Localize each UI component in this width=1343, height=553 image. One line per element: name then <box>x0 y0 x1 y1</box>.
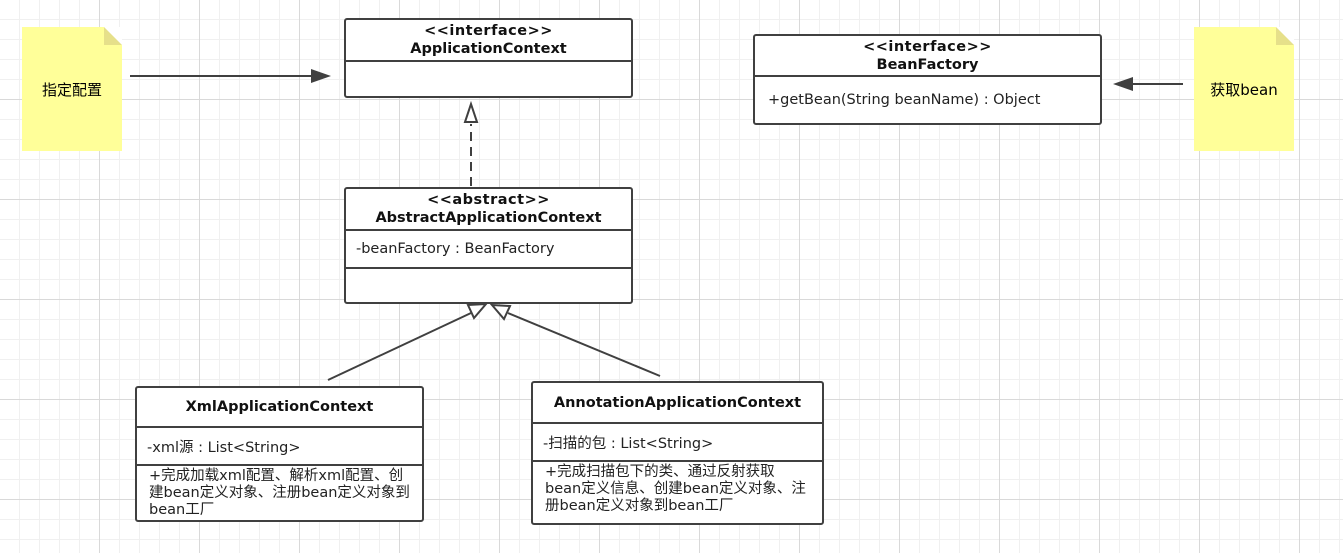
class-method-text: +完成扫描包下的类、通过反射获取bean定义信息、创建bean定义对象、注册be… <box>545 464 806 514</box>
getbean-arrow-head <box>1113 77 1133 91</box>
class-header: <<interface>> BeanFactory <box>755 36 1100 77</box>
xml-generalization-head <box>466 302 489 320</box>
class-method: +完成加载xml配置、解析xml配置、创建bean定义对象、注册bean定义对象… <box>137 466 422 520</box>
note-get-bean-text: 获取bean <box>1210 80 1278 99</box>
class-bean-factory: <<interface>> BeanFactory +getBean(Strin… <box>753 34 1102 125</box>
class-attribute-text: -xml源 : List<String> <box>147 439 301 456</box>
class-attribute: -beanFactory : BeanFactory <box>346 231 631 269</box>
class-method: +完成扫描包下的类、通过反射获取bean定义信息、创建bean定义对象、注册be… <box>533 462 822 523</box>
class-abstract-application-context: <<abstract>> AbstractApplicationContext … <box>344 187 633 304</box>
class-name: XmlApplicationContext <box>185 399 374 415</box>
note-specify-config-text: 指定配置 <box>41 80 102 99</box>
class-method: +getBean(String beanName) : Object <box>755 77 1100 123</box>
class-attribute-text: -扫描的包 : List<String> <box>543 435 714 452</box>
xml-generalization-line <box>327 312 472 381</box>
realization-arrow-head <box>463 100 479 123</box>
class-name: BeanFactory <box>876 56 979 73</box>
class-name: ApplicationContext <box>410 41 567 57</box>
class-attribute: -扫描的包 : List<String> <box>533 424 822 462</box>
class-name: AnnotationApplicationContext <box>553 394 802 411</box>
class-empty-section <box>346 62 631 96</box>
class-header: AnnotationApplicationContext <box>533 383 822 424</box>
class-header: <<abstract>> AbstractApplicationContext <box>346 189 631 231</box>
class-stereotype: <<interface>> <box>863 38 992 55</box>
config-arrow-head <box>311 69 331 83</box>
class-method-text: +getBean(String beanName) : Object <box>768 92 1041 108</box>
class-stereotype: <<abstract>> <box>427 192 550 208</box>
class-header: <<interface>> ApplicationContext <box>346 20 631 62</box>
class-xml-application-context: XmlApplicationContext -xml源 : List<Strin… <box>135 386 424 522</box>
class-method-text: +完成加载xml配置、解析xml配置、创建bean定义对象、注册bean定义对象… <box>149 468 410 518</box>
note-get-bean: 获取bean <box>1194 27 1294 151</box>
annotation-generalization-line <box>507 312 661 377</box>
class-name: AbstractApplicationContext <box>375 210 602 226</box>
class-attribute-text: -beanFactory : BeanFactory <box>356 241 555 257</box>
annotation-generalization-head <box>489 303 512 321</box>
class-stereotype: <<interface>> <box>424 23 553 39</box>
class-attribute: -xml源 : List<String> <box>137 428 422 466</box>
class-empty-section <box>346 269 631 302</box>
class-header: XmlApplicationContext <box>137 388 422 428</box>
class-annotation-application-context: AnnotationApplicationContext -扫描的包 : Lis… <box>531 381 824 525</box>
class-application-context: <<interface>> ApplicationContext <box>344 18 633 98</box>
note-specify-config: 指定配置 <box>22 27 122 151</box>
